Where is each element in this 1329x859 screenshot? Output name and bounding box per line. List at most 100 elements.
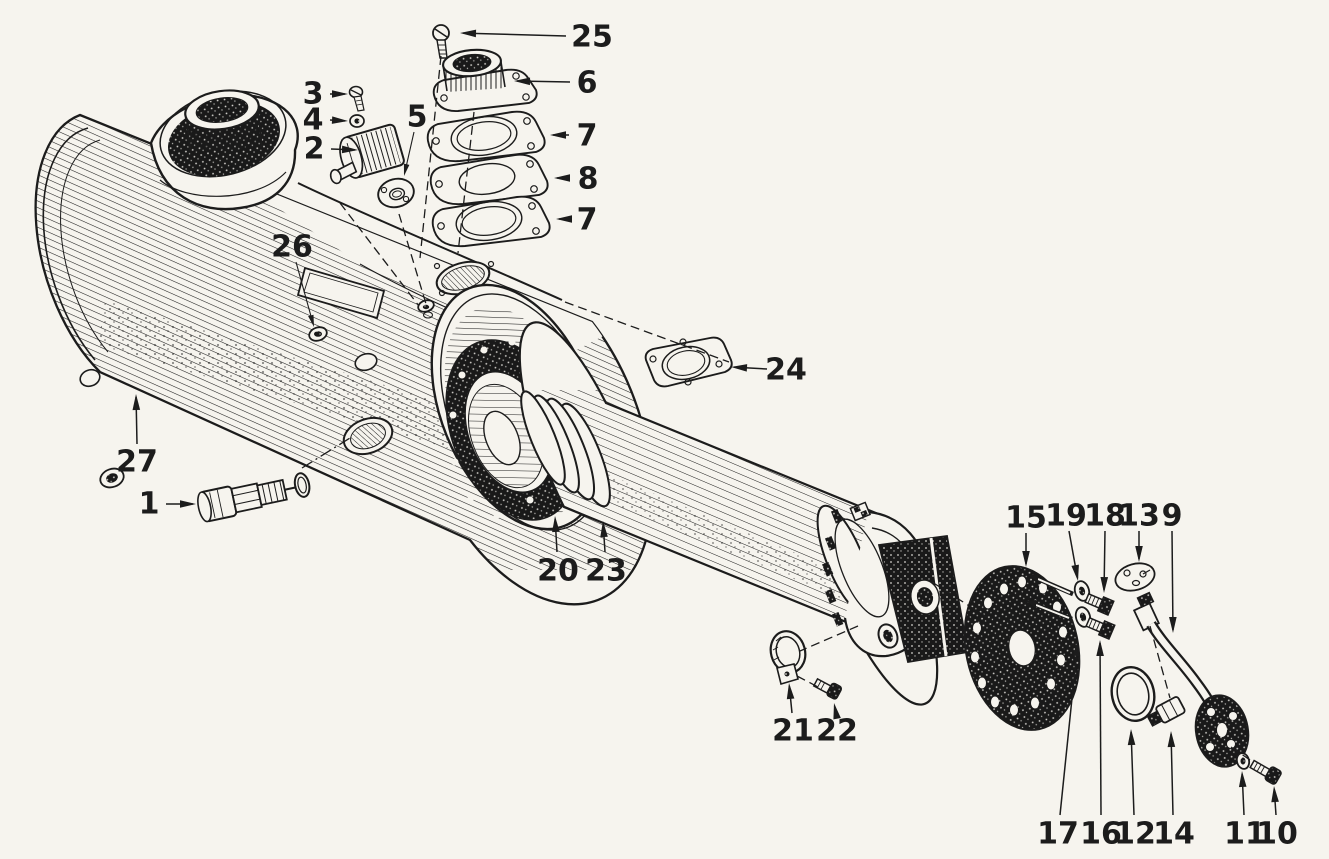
part-number-label: 20 <box>537 554 579 589</box>
part-number-label: 2 <box>304 132 325 167</box>
disc-hardware <box>1026 574 1116 641</box>
leader-arrowhead-icon <box>550 131 566 139</box>
leader-arrowhead-icon <box>1271 786 1279 803</box>
axis-igniter-axis <box>301 437 351 469</box>
mount-boss <box>417 299 435 319</box>
washer-19 <box>1073 580 1091 602</box>
part-number-label: 9 <box>1162 499 1183 534</box>
end-cap-rim <box>42 127 96 361</box>
screw-3 <box>348 85 365 112</box>
assembly-axis-lines <box>301 55 1254 763</box>
leader-line <box>1171 530 1174 631</box>
fuel-regulator-2 <box>329 123 405 185</box>
bolt-16 <box>1085 616 1116 641</box>
part-number-label: 19 <box>1045 499 1087 534</box>
plug-washer <box>293 472 311 498</box>
clamp-group <box>769 630 843 700</box>
part-number-label: 1 <box>139 487 160 522</box>
leader-arrowhead-icon <box>554 174 570 182</box>
leader-line <box>462 32 567 37</box>
leader-arrowhead-icon <box>556 215 572 223</box>
shell-seam-line <box>297 182 563 301</box>
nut-4 <box>349 114 365 128</box>
axis-flange-bolt-axis <box>1230 746 1254 763</box>
cover-plate-13 <box>1114 562 1156 592</box>
leader-line <box>1130 731 1135 816</box>
part-number-label: 26 <box>271 230 313 265</box>
leader-arrowhead-icon <box>1127 729 1136 746</box>
gasket-7-lower <box>431 195 551 248</box>
fuel-line-group <box>1110 562 1282 785</box>
stud-upper <box>1028 574 1074 597</box>
callout-5-8: 5 <box>403 100 427 176</box>
leader-arrowhead-icon <box>786 683 795 700</box>
part-number-label: 7 <box>577 203 598 238</box>
disc-holes <box>971 576 1067 716</box>
leader-arrowhead-icon <box>403 163 410 176</box>
drain-fitting <box>308 326 328 342</box>
screw-25 <box>432 24 450 59</box>
bolt-18 <box>1084 592 1115 617</box>
axis-bolt-22-axis <box>796 675 821 689</box>
flange-disc-5 <box>377 177 415 209</box>
axis-plate-disc-axis <box>931 581 989 619</box>
leader-arrowhead-icon <box>1022 551 1030 567</box>
burner-top-fitting <box>849 501 872 522</box>
gasket-7-upper <box>426 110 546 163</box>
callout-2-7: 2 <box>304 132 358 167</box>
shell-fitting-bottom <box>99 467 125 489</box>
callout-1-12: 1 <box>139 487 196 522</box>
gasket-24 <box>644 336 733 388</box>
callout-7-2: 7 <box>550 119 597 154</box>
small-port <box>354 352 378 372</box>
part-number-label: 27 <box>116 445 158 480</box>
bolt-10 <box>1249 759 1282 785</box>
part-number-label: 21 <box>772 714 814 749</box>
leader-arrowhead-icon <box>833 703 841 720</box>
inlet-collar <box>149 89 299 211</box>
part-number-label: 24 <box>765 353 807 388</box>
part-number-label: 8 <box>578 162 599 197</box>
callout-7-4: 7 <box>556 203 597 238</box>
callout-22-21: 22 <box>816 703 858 749</box>
callout-6-1: 6 <box>514 66 597 101</box>
part-number-label: 23 <box>585 554 627 589</box>
callout-15-15: 15 <box>1005 501 1047 567</box>
callout-24-10: 24 <box>731 353 807 388</box>
shell-fitting-left <box>79 368 101 388</box>
leader-arrowhead-icon <box>308 314 314 327</box>
axis-gasket-24-axis <box>564 301 730 363</box>
tube-end-flange <box>1194 694 1250 768</box>
callout-27-11: 27 <box>116 394 158 480</box>
part-number-label: 7 <box>577 119 598 154</box>
part-number-label: 25 <box>571 20 613 55</box>
part-number-label: 16 <box>1080 817 1122 852</box>
axis-part-2-axis <box>339 202 420 307</box>
axis-part-5-axis <box>398 213 427 305</box>
callout-23-14: 23 <box>585 521 627 589</box>
part-number-label: 4 <box>303 103 324 138</box>
leader-arrowhead-icon <box>1072 640 1081 657</box>
leader-arrowhead-icon <box>332 90 348 98</box>
part-number-label: 11 <box>1224 817 1266 852</box>
part-number-label: 14 <box>1153 817 1195 852</box>
mounting-plate <box>877 534 970 664</box>
leader-arrowhead-icon <box>1100 576 1109 593</box>
clamp-bolt-22 <box>812 677 843 700</box>
callout-13-18: 13 <box>1118 499 1160 562</box>
callout-8-3: 8 <box>554 162 598 197</box>
part-number-label: 17 <box>1037 817 1079 852</box>
baffle-disc <box>963 565 1081 731</box>
port-parts-stack <box>426 24 551 248</box>
data-plate <box>296 266 386 320</box>
burner-snout <box>877 623 899 649</box>
hose-clamp-21 <box>769 630 807 686</box>
callout-19-16: 19 <box>1045 499 1087 581</box>
leader-line <box>295 261 314 325</box>
disc-center-hole <box>1008 629 1036 667</box>
leader-arrowhead-icon <box>1096 640 1104 657</box>
axis-screw-25-axis <box>419 55 442 259</box>
part-number-label: 3 <box>303 77 324 112</box>
